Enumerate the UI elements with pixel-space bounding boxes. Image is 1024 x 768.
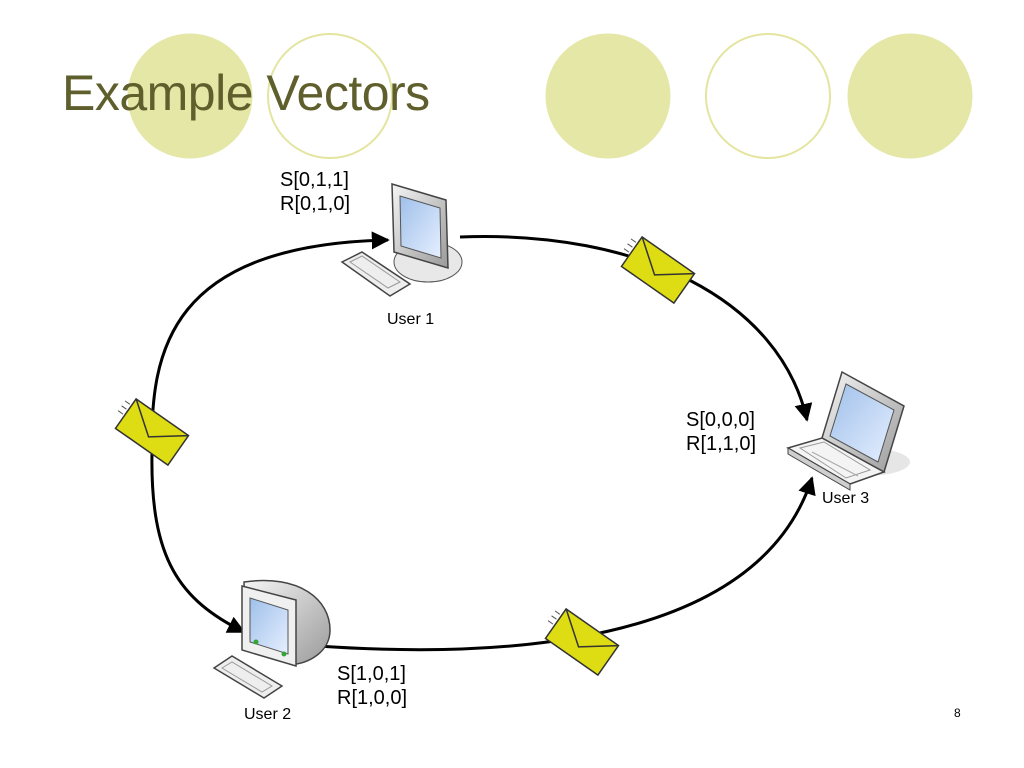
user3-send-vector: S[0,0,0]	[686, 409, 755, 431]
arc-user1-to-user3	[459, 235, 813, 422]
arc-user2-to-user3	[317, 476, 816, 652]
deco-circle-filled	[127, 33, 253, 159]
message-envelope-icon	[114, 397, 190, 467]
deco-circle-outline	[267, 33, 393, 159]
user3-receive-vector: R[1,1,0]	[686, 433, 757, 455]
message-envelope-icon	[544, 607, 620, 677]
decorative-circles	[127, 33, 973, 159]
user2-vectors: S[1,0,1] R[1,0,0]	[337, 662, 407, 710]
user1-receive-vector: R[0,1,0]	[280, 193, 351, 215]
arc-user1-to-user2	[150, 451, 246, 634]
user1-vectors: S[0,1,1] R[0,1,0]	[280, 168, 350, 216]
arc-user2-to-user1	[150, 231, 390, 453]
user2-receive-vector: R[1,0,0]	[337, 687, 408, 709]
desktop-computer-icon	[212, 579, 331, 699]
user2-label: User 2	[244, 706, 292, 723]
user3-vectors: S[0,0,0] R[1,1,0]	[686, 408, 756, 456]
page-number: 8	[954, 706, 961, 720]
user1-label: User 1	[387, 311, 435, 328]
slide-title: Example Vectors	[62, 65, 430, 121]
user1-send-vector: S[0,1,1]	[280, 169, 349, 191]
desktop-computer-icon	[340, 182, 463, 297]
laptop-icon	[786, 370, 910, 491]
user3-label: User 3	[822, 490, 870, 507]
message-envelope-icon	[620, 235, 696, 305]
deco-circle-outline	[705, 33, 831, 159]
deco-circle-filled	[847, 33, 973, 159]
user2-send-vector: S[1,0,1]	[337, 663, 406, 685]
deco-circle-filled	[545, 33, 671, 159]
